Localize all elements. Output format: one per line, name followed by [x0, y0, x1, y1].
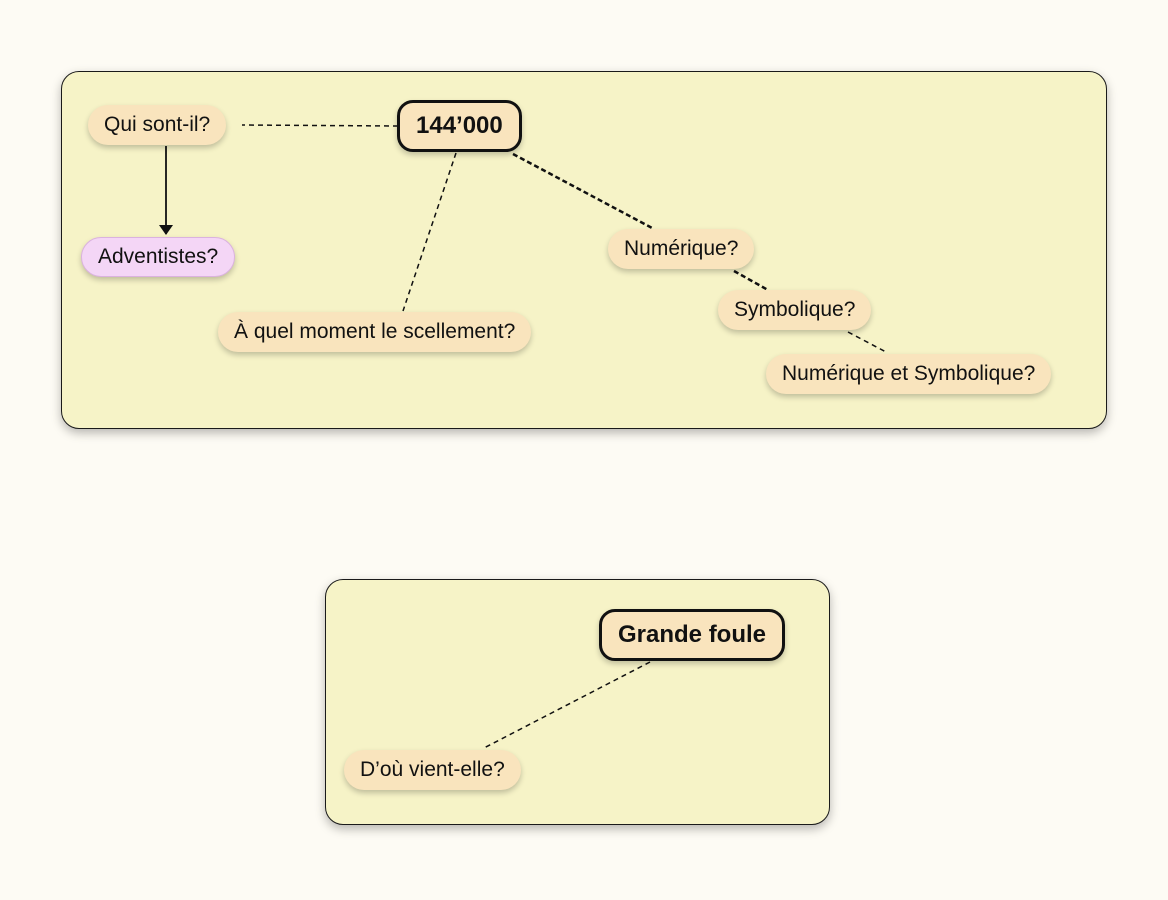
node-central-144000[interactable]: 144’000	[397, 100, 522, 152]
node-adventists[interactable]: Adventistes?	[81, 237, 236, 277]
connector-symbolic-to-both	[847, 331, 887, 353]
node-sealing-moment[interactable]: À quel moment le scellement?	[218, 312, 532, 352]
node-where-from[interactable]: D’où vient-elle?	[344, 750, 521, 790]
connector-numeric-to-symbolic	[733, 269, 769, 292]
node-central-grande-foule[interactable]: Grande foule	[599, 609, 786, 661]
node-numeric-and-symbolic[interactable]: Numérique et Symbolique?	[766, 354, 1052, 394]
node-symbolic[interactable]: Symbolique?	[718, 290, 872, 330]
connector-grande-foule-to-origin	[483, 661, 651, 749]
connector-central-to-who	[241, 124, 399, 127]
node-numeric[interactable]: Numérique?	[608, 229, 755, 269]
connector-central-to-numeric	[512, 152, 655, 231]
connector-central-to-sealing	[402, 152, 457, 312]
node-who-are-they[interactable]: Qui sont-il?	[88, 105, 227, 145]
